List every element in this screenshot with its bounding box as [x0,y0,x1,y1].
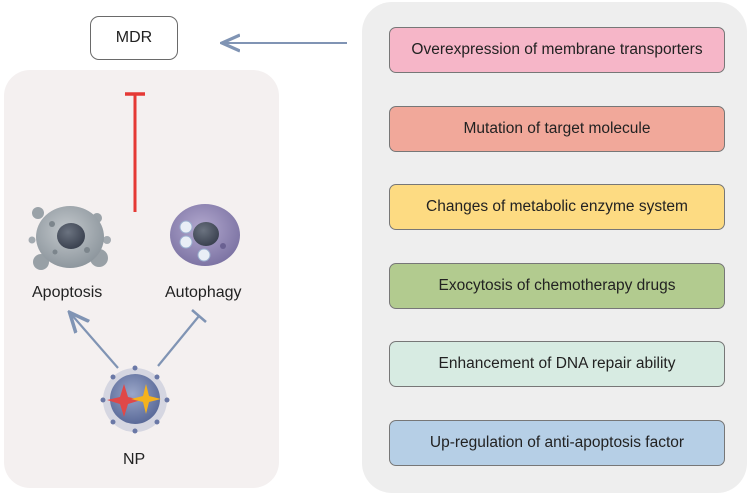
apoptosis-label: Apoptosis [32,284,103,301]
mdr-box: MDR [90,16,178,60]
factor-exocytosis: Exocytosis of chemotherapy drugs [389,263,725,309]
autophagy-cell-icon [170,204,240,266]
factor-dna-repair: Enhancement of DNA repair ability [389,341,725,387]
factor-metabolic-enzyme: Changes of metabolic enzyme system [389,184,725,230]
factor-anti-apoptosis: Up-regulation of anti-apoptosis factor [389,420,725,466]
mdr-label: MDR [115,29,153,46]
arrow-np-to-apoptosis [71,314,119,369]
autophagy-label: Autophagy [165,284,242,301]
factor-label: Up-regulation of anti-apoptosis factor [429,434,685,451]
factor-label: Changes of metabolic enzyme system [426,198,688,215]
factor-target-mutation: Mutation of target molecule [389,106,725,152]
factor-membrane-transporters: Overexpression of membrane transporters [389,27,725,73]
factor-label: Exocytosis of chemotherapy drugs [438,277,676,294]
inhibition-mdr [125,92,145,212]
inhibition-autophagy [157,309,207,367]
factor-label: Overexpression of membrane transporters [411,41,703,58]
factor-label: Mutation of target molecule [463,120,651,137]
factor-label: Enhancement of DNA repair ability [438,355,676,372]
np-label: NP [123,451,146,468]
right-panel [362,2,747,493]
np-particle-icon [100,365,170,434]
apoptosis-cell-icon [28,206,111,270]
